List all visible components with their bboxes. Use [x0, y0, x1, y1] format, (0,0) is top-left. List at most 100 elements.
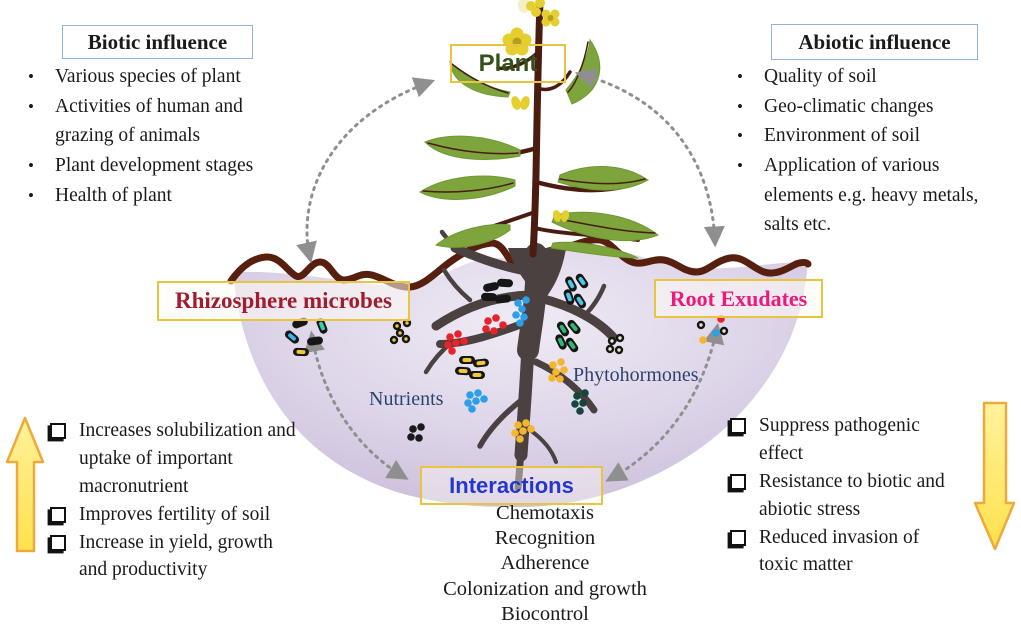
bacteria-rod-icon — [307, 336, 323, 346]
arrow-microbes-interactions — [304, 330, 409, 480]
checkbox-icon — [50, 506, 66, 523]
rhizosphere-microbes-label-box: Rhizosphere microbes — [157, 281, 410, 321]
biotic-influence-title: Biotic influence — [62, 25, 253, 59]
list-item-label: Biocontrol — [501, 602, 589, 625]
list-item-label: Suppress pathogenic effect — [759, 415, 920, 464]
bacteria-rod-icon — [455, 366, 471, 376]
list-item-label: Colonization and growth — [443, 577, 647, 600]
bacteria-rod-icon — [497, 278, 513, 288]
molecule-cluster-icon — [512, 296, 530, 327]
bacteria-rod-icon — [473, 358, 489, 368]
list-item-label: Improves fertility of soil — [79, 503, 271, 525]
list-item-label: Application of various elements e.g. hea… — [764, 154, 979, 236]
interactions-label: Interactions — [449, 472, 574, 498]
abiotic-influence-title: Abiotic influence — [771, 24, 978, 60]
bacteria-rod-icon — [563, 289, 575, 305]
list-item-label: Geo-climatic changes — [764, 95, 934, 117]
bacteria-rod-icon — [567, 319, 581, 335]
molecule-cluster-icon — [548, 358, 568, 383]
list-item-label: Health of plant — [55, 184, 172, 206]
list-item: • Activities of human and grazing of anim… — [28, 92, 306, 151]
list-item-label: Increases solubilization and uptake of i… — [79, 420, 296, 497]
list-item-label: Activities of human and grazing of anima… — [55, 95, 243, 147]
plant-illustration — [418, 0, 660, 259]
molecule-cluster-icon — [571, 389, 589, 415]
biotic-influence-list: • Various species of plant • Activities of … — [28, 62, 306, 210]
bacteria-rod-icon — [459, 356, 475, 364]
down-arrow — [973, 401, 1016, 551]
checkbox-icon — [730, 418, 746, 434]
list-item: • Application of various elements e.g. he… — [737, 151, 1009, 240]
list-item-label: Resistance to biotic and abiotic stress — [759, 470, 945, 520]
list-item-label: Adherence — [500, 552, 590, 575]
phytohormones-label: Phytohormones — [573, 364, 699, 386]
list-item: Colonization and growth — [360, 577, 730, 602]
plant-label-box: Plant — [450, 44, 566, 83]
molecule-cluster-icon — [444, 330, 468, 355]
up-arrow — [5, 416, 45, 553]
bullet-icon: • — [28, 96, 34, 116]
abiotic-influence-list: • Quality of soil • Geo-climatic changes •En… — [737, 62, 1009, 240]
bacteria-rod-icon — [565, 337, 579, 353]
bacteria-rod-icon — [575, 273, 589, 289]
bullet-icon: • — [737, 126, 743, 146]
molecule-cluster-icon — [699, 336, 707, 344]
arrow-exudates-interactions — [605, 322, 725, 482]
list-item: • Geo-climatic changes — [737, 92, 1009, 122]
bullet-icon: • — [28, 67, 34, 86]
list-item-label: Recognition — [494, 527, 596, 550]
list-item: Increases solubilization and uptake of i… — [50, 417, 312, 501]
bacteria-rod-icon — [284, 330, 300, 344]
list-item: • Various species of plant — [28, 62, 306, 92]
arrow-plant-root-exudates — [574, 67, 725, 248]
molecule-cluster-icon — [511, 419, 535, 443]
list-item-label: Reduced invasion of toxic matter — [759, 526, 920, 576]
arrow-microbes-plant — [296, 77, 436, 264]
abiotic-influence-label: Abiotic influence — [798, 29, 951, 54]
checkbox-icon — [730, 473, 746, 490]
list-item: Reduced invasion of toxic matter — [730, 524, 962, 580]
molecule-cluster-icon — [712, 329, 720, 337]
list-item-label: Various species of plant — [55, 66, 241, 87]
soil-benefits-list: Increases solubilization and uptake of i… — [50, 417, 312, 584]
list-item: •Environment of soil — [737, 121, 1009, 151]
bacteria-rod-icon — [555, 334, 567, 350]
bullet-icon: • — [737, 155, 743, 175]
interactions-label-box: Interactions — [420, 466, 603, 505]
bullet-icon: • — [737, 96, 743, 116]
bacteria-rod-icon — [316, 318, 328, 334]
list-item: Improves fertility of soil — [50, 501, 312, 529]
checkbox-icon — [50, 423, 66, 439]
plant-label: Plant — [478, 49, 538, 77]
list-item-label: Chemotaxis — [496, 502, 594, 524]
checkbox-icon — [730, 529, 746, 546]
list-item-label: Plant development stages — [55, 154, 254, 176]
bacteria-rod-icon — [293, 347, 309, 357]
list-item: • Health of plant — [28, 181, 306, 211]
list-item: • Plant development stages — [28, 151, 306, 181]
list-item: Increase in yield, growth and productivi… — [50, 529, 312, 585]
list-item: Biocontrol — [360, 602, 730, 625]
bacteria-rod-icon — [495, 294, 511, 304]
list-item: Suppress pathogenic effect — [730, 412, 962, 468]
spore-cluster-icon — [605, 333, 625, 355]
nutrients-label: Nutrients — [369, 388, 444, 410]
molecule-cluster-icon — [407, 423, 425, 442]
bacteria-rod-icon — [469, 371, 485, 379]
bullet-icon: • — [28, 185, 34, 205]
bullet-icon: • — [28, 155, 34, 175]
flower-icon — [502, 0, 570, 222]
molecule-cluster-icon — [482, 314, 507, 335]
bacteria-rod-icon — [556, 321, 570, 337]
spore-cluster-icon — [696, 320, 729, 336]
list-item-label: Quality of soil — [764, 66, 877, 87]
list-item: Adherence — [360, 551, 730, 576]
root-exudates-label-box: Root Exudates — [654, 279, 823, 318]
bacteria-rod-icon — [483, 282, 499, 292]
list-item: Resistance to biotic and abiotic stress — [730, 468, 962, 524]
bacteria-rod-icon — [565, 276, 577, 292]
list-item-label: Increase in yield, growth and productivi… — [79, 531, 273, 581]
